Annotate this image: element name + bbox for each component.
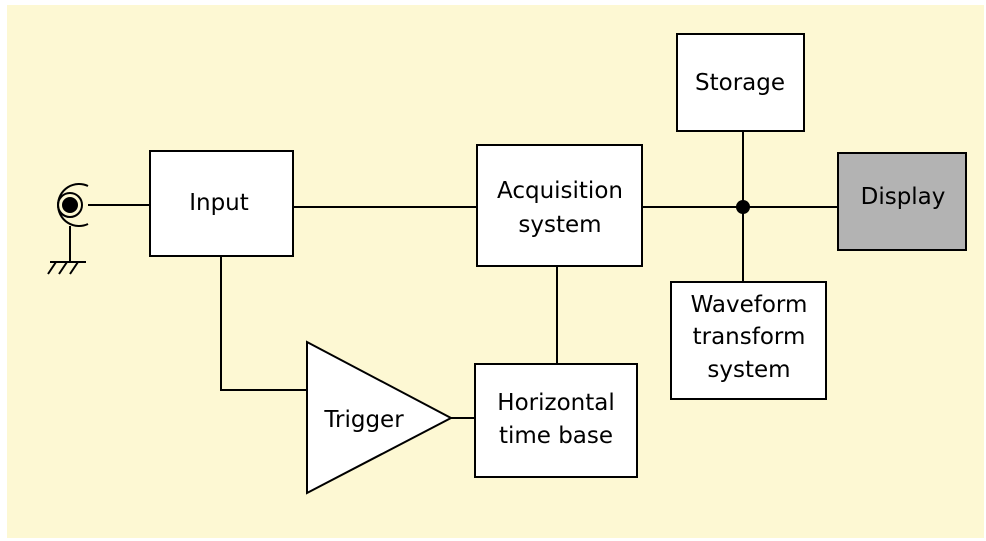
display-label: Display [861,184,946,210]
input-label: Input [189,190,249,216]
trigger-amplifier: Trigger [306,340,454,495]
acquisition-label-line1: Acquisition [497,178,623,204]
waveform-label-line1: Waveform [691,292,808,318]
bnc-connector-icon [57,183,89,227]
waveform-label-line2: transform [693,324,806,350]
waveform-transform-block: Waveform transform system [670,281,827,400]
storage-block: Storage [676,33,805,132]
junction-dot [736,200,750,214]
acquisition-system-block: Acquisition system [476,144,643,267]
waveform-label-line3: system [707,357,790,383]
horizontal-time-base-block: Horizontal time base [474,363,638,478]
display-block: Display [837,152,967,251]
horizontal-label-line2: time base [499,423,613,449]
input-block: Input [149,150,294,257]
storage-label: Storage [695,70,785,96]
trigger-label: Trigger [323,407,404,433]
ground-icon [47,226,86,275]
horizontal-label-line1: Horizontal [497,390,614,416]
acquisition-label-line2: system [518,212,601,238]
wire-input-trigger [220,256,307,391]
